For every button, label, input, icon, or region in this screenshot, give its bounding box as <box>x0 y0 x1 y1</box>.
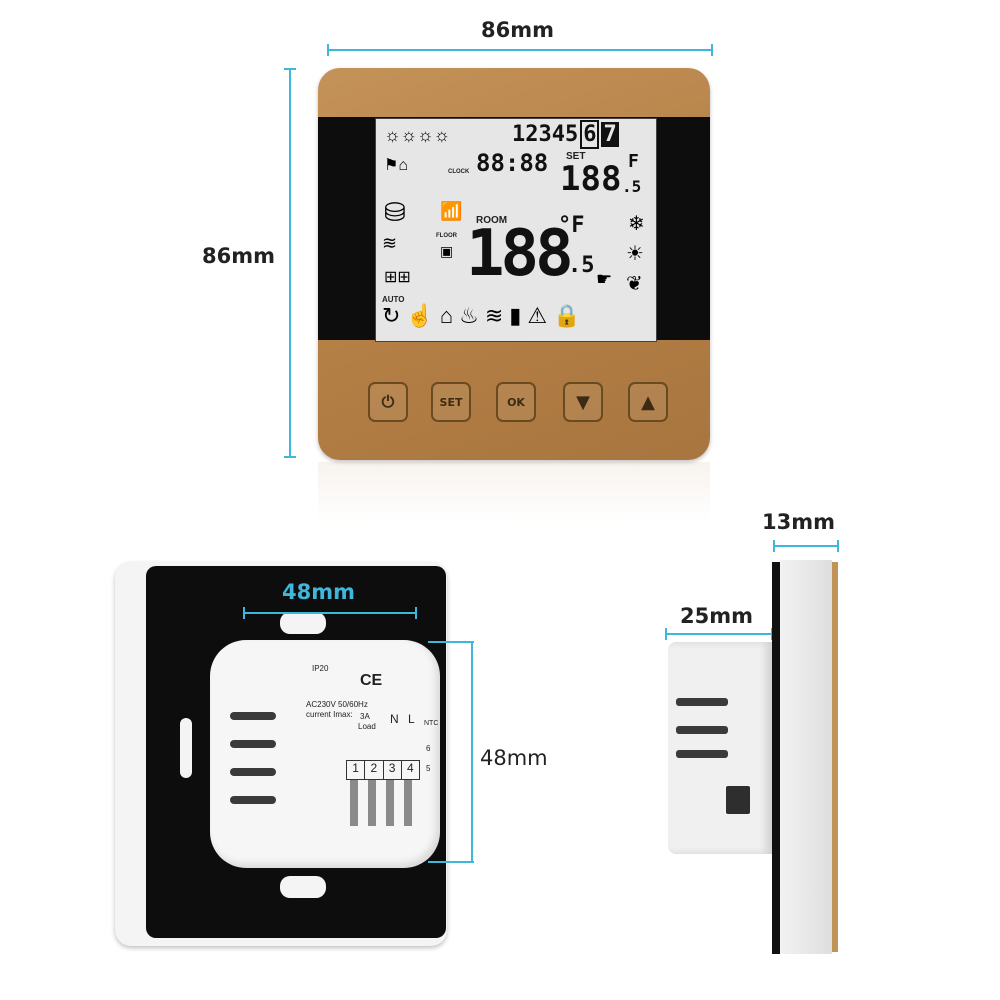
ce-mark: CE <box>360 672 383 689</box>
terminal-2: 2 <box>365 761 384 779</box>
vent-slot <box>230 740 276 748</box>
side-black-plate <box>772 562 780 954</box>
side-vent-slot <box>676 726 728 734</box>
floor-label: FLOOR <box>436 233 457 239</box>
set-unit: F <box>628 151 639 172</box>
set-temp-decimal: .5 <box>622 177 642 196</box>
set-button[interactable]: SET <box>431 382 471 422</box>
side-back-box <box>668 642 772 854</box>
side-vent-slot <box>676 698 728 706</box>
load-label: Load <box>358 722 376 731</box>
room-label: ROOM <box>476 215 508 226</box>
auto-label: AUTO <box>382 295 405 304</box>
front-height-line <box>284 68 296 458</box>
front-width-label: 86mm <box>481 18 554 42</box>
side-vent-slot <box>676 750 728 758</box>
bottom-icons-row: ↻☝⌂♨≋▮⚠🔒 <box>382 303 587 328</box>
side-box-depth-label: 25mm <box>680 604 753 628</box>
room-temp-decimal: .5 <box>568 253 595 278</box>
current-label: current Imax: <box>306 710 353 719</box>
signal-icon: 📶 <box>440 201 463 221</box>
l-label: L <box>408 712 415 726</box>
snowflake-icon: ❄ <box>628 213 645 235</box>
side-box-depth-line <box>665 628 773 640</box>
heater-icon: ⛁ <box>384 197 406 227</box>
terminal-3: 3 <box>384 761 402 779</box>
side-depth-line <box>773 540 839 552</box>
wifi-icon: ≋ <box>382 233 398 253</box>
set-label: SET <box>566 151 586 162</box>
voltage-label: AC230V 50/60Hz <box>306 700 368 709</box>
ok-button[interactable]: OK <box>496 382 536 422</box>
side-depth-label: 13mm <box>762 510 835 534</box>
pin-5-label: 5 <box>426 764 431 773</box>
clock-label: CLOCK <box>448 169 470 175</box>
front-height-label: 86mm <box>202 244 275 268</box>
unit-f: °F <box>558 213 585 238</box>
front-panel-reflection <box>318 462 710 522</box>
floor-sensor-icon: ▣ <box>440 243 454 259</box>
room-temp-value: 188 <box>466 217 574 291</box>
ip-rating: IP20 <box>312 664 329 673</box>
eco-leaf-icon: ❦ <box>626 273 643 295</box>
mounting-clip-left <box>180 718 192 778</box>
back-box: IP20 CE AC230V 50/60Hz current Imax: 3A … <box>210 640 440 868</box>
ntc-label: NTC <box>424 720 439 727</box>
vent-slot <box>230 796 276 804</box>
power-button[interactable]: ⏻ <box>368 382 408 422</box>
n-label: N <box>390 712 399 726</box>
mounting-clip-top <box>280 612 326 634</box>
down-arrow-button[interactable]: ▼ <box>563 382 603 422</box>
terminal-block: 1 2 3 4 <box>346 760 420 780</box>
back-box-height-line <box>428 641 474 863</box>
terminal-1: 1 <box>347 761 366 779</box>
up-arrow-button[interactable]: ▲ <box>628 382 668 422</box>
clock-display: 88:88 <box>476 149 549 177</box>
set-temp-value: 188 <box>560 159 622 199</box>
schedule-icons: ⚑⌂ <box>384 157 409 174</box>
mounting-clip-bottom <box>280 876 326 898</box>
hand-icon: ☛ <box>596 269 613 289</box>
back-box-width-line <box>243 607 417 619</box>
mode-icons-row: ☼☼☼☼ <box>384 125 450 145</box>
back-box-width-label: 48mm <box>282 580 355 604</box>
terminal-screws <box>350 780 416 826</box>
side-white-plate <box>780 560 832 954</box>
pin-6-label: 6 <box>426 744 431 753</box>
side-connector <box>726 786 750 814</box>
side-gold-front <box>832 562 838 952</box>
sun-icon: ☀ <box>626 243 644 265</box>
vent-slot <box>230 712 276 720</box>
fan-icon: ⊞⊞ <box>384 269 411 286</box>
back-box-height-label: 48mm <box>480 746 548 770</box>
front-width-line <box>327 44 713 56</box>
vent-slot <box>230 768 276 776</box>
terminal-4: 4 <box>407 761 414 775</box>
amp-label: 3A <box>360 712 370 721</box>
